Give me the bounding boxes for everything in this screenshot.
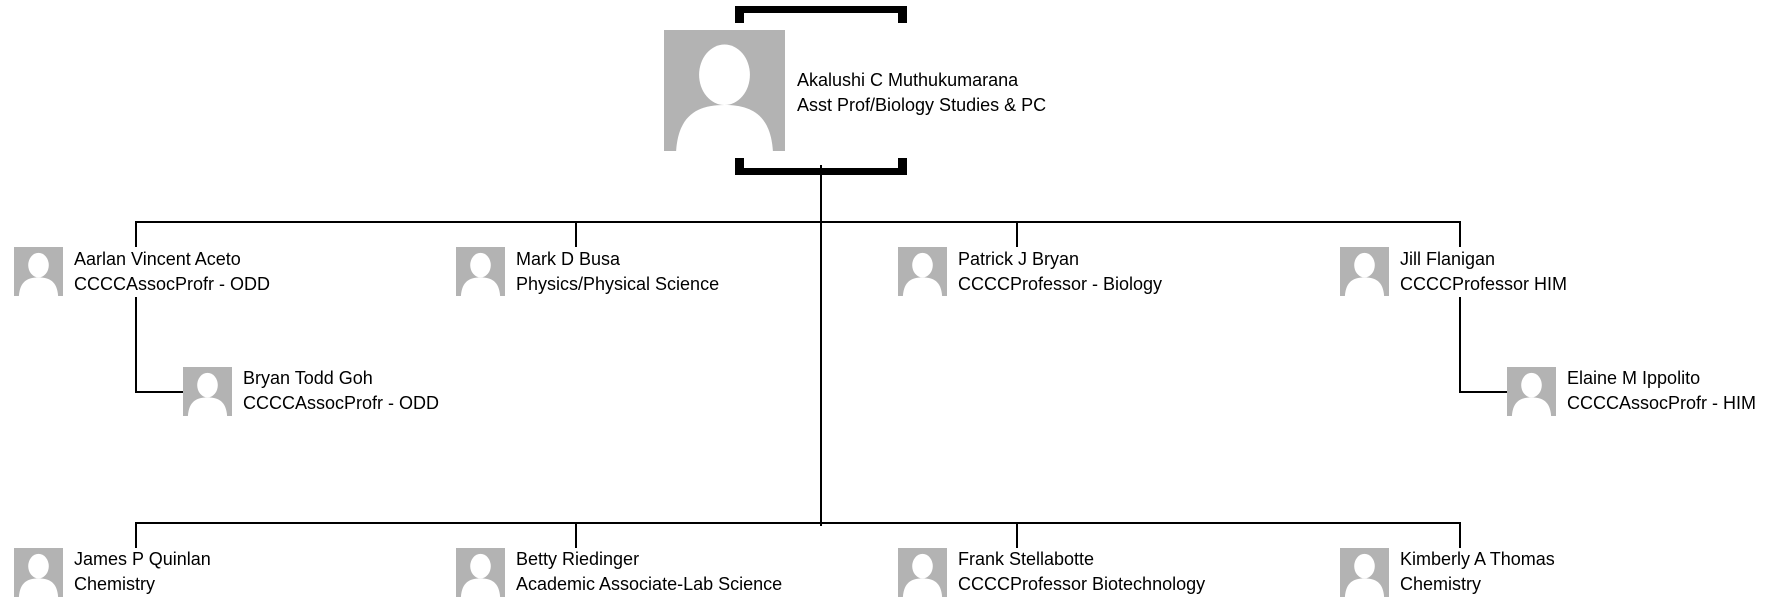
root-top-bracket-right — [898, 6, 907, 23]
node-name: Elaine M Ippolito — [1567, 368, 1701, 388]
node-name: Jill Flanigan — [1400, 249, 1496, 269]
root-title: Asst Prof/Biology Studies & PC — [797, 95, 1047, 115]
person-silhouette-icon — [898, 247, 947, 296]
node-title: Chemistry — [1400, 574, 1482, 594]
row1-drop-3 — [1016, 221, 1018, 247]
root-top-bracket — [735, 6, 907, 13]
person-silhouette-icon — [183, 367, 232, 416]
person-silhouette-icon — [14, 247, 63, 296]
node-title: CCCCAssocProfr - HIM — [1567, 393, 1757, 413]
node-title: Chemistry — [74, 574, 156, 594]
row2-drop-3 — [1016, 522, 1018, 548]
person-silhouette-icon — [456, 548, 505, 597]
person-silhouette-icon — [1340, 548, 1389, 597]
person-silhouette-icon — [456, 247, 505, 296]
person-silhouette-icon — [14, 548, 63, 597]
node-title: CCCCAssocProfr - ODD — [74, 274, 271, 294]
person-silhouette-icon — [898, 548, 947, 597]
row1-drop-1 — [135, 221, 137, 247]
person-silhouette-icon — [664, 30, 785, 151]
node-title: CCCCProfessor Biotechnology — [958, 574, 1206, 594]
node-title: Physics/Physical Science — [516, 274, 720, 294]
node-name: Betty Riedinger — [516, 549, 640, 569]
aceto-sub-vertical — [135, 297, 137, 392]
row1-drop-2 — [575, 221, 577, 247]
flanigan-sub-horizontal — [1459, 391, 1507, 393]
root-bottom-bracket-right — [898, 158, 907, 175]
node-title: CCCCAssocProfr - ODD — [243, 393, 440, 413]
row1-bus-line — [135, 221, 1461, 223]
node-name: Frank Stellabotte — [958, 549, 1095, 569]
row2-bus-line — [135, 522, 1461, 524]
node-name: Mark D Busa — [516, 249, 621, 269]
node-name: James P Quinlan — [74, 549, 211, 569]
flanigan-sub-vertical — [1459, 297, 1461, 392]
node-name: Kimberly A Thomas — [1400, 549, 1555, 569]
node-name: Bryan Todd Goh — [243, 368, 373, 388]
person-silhouette-icon — [1507, 367, 1556, 416]
root-top-bracket-left — [735, 6, 744, 23]
root-trunk-line — [820, 165, 822, 526]
node-name: Aarlan Vincent Aceto — [74, 249, 241, 269]
row1-drop-4 — [1459, 221, 1461, 247]
person-silhouette-icon — [1340, 247, 1389, 296]
row2-drop-2 — [575, 522, 577, 548]
row2-drop-1 — [135, 522, 137, 548]
root-bottom-bracket-left — [735, 158, 744, 175]
node-title: CCCCProfessor HIM — [1400, 274, 1568, 294]
root-name: Akalushi C Muthukumarana — [797, 70, 1019, 90]
aceto-sub-horizontal — [135, 391, 183, 393]
node-name: Patrick J Bryan — [958, 249, 1080, 269]
node-title: CCCCProfessor - Biology — [958, 274, 1163, 294]
row2-drop-4 — [1459, 522, 1461, 548]
root-bottom-bracket — [735, 168, 907, 175]
node-title: Academic Associate-Lab Science — [516, 574, 783, 594]
